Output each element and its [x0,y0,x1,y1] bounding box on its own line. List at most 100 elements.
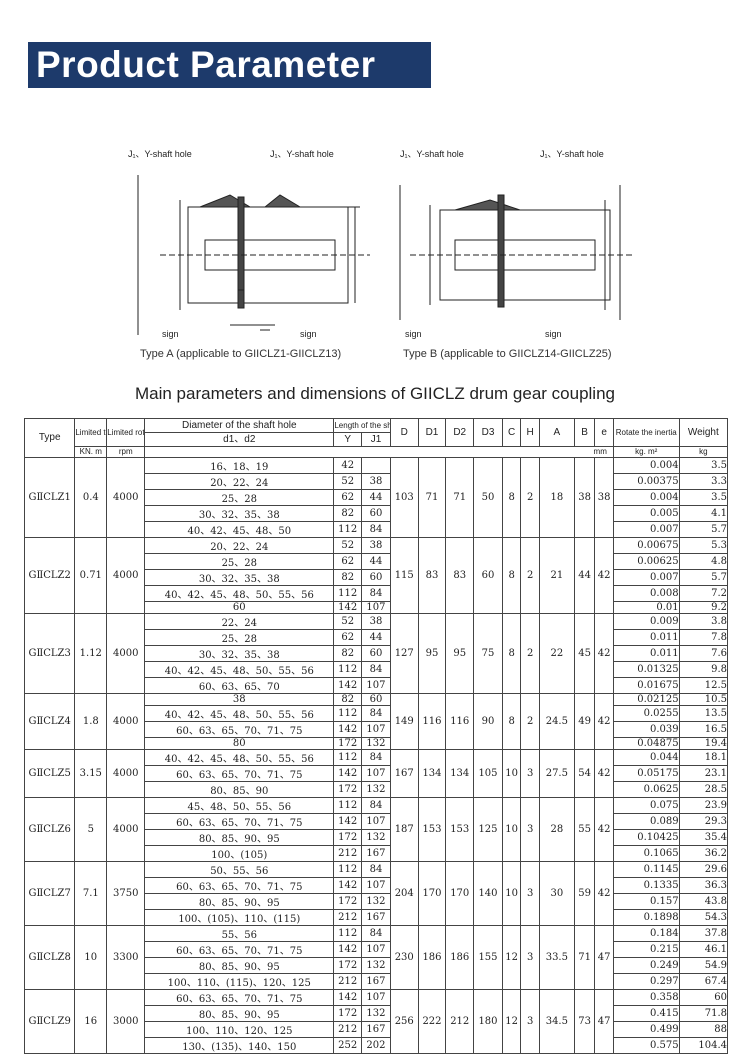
header-torque: Limited torque [74,418,108,447]
inertia-cell: 0.01325 [612,661,680,679]
weight-cell: 29.6 [678,861,729,879]
length-j1-cell: 84 [361,585,391,602]
length-y-cell: 112 [333,749,363,767]
length-j1-cell: 60 [361,505,391,522]
diameter-cell: 50、55、56 [144,861,335,879]
inertia-cell: 0.044 [612,749,680,767]
dim-D1-cell: 186 [417,925,447,991]
dim-H-cell: 2 [520,613,540,695]
dim-D1-cell: 170 [417,861,447,927]
weight-cell: 5.7 [678,521,729,538]
weight-cell: 7.8 [678,629,729,647]
diameter-cell: 60、63、65、70、71、75 [144,813,335,831]
length-y-cell: 52 [333,537,363,554]
length-j1-cell: 107 [361,600,391,615]
dim-D1-cell: 134 [417,749,447,799]
dim-e-cell: 38 [594,457,614,538]
type-a-j1-label-2: J₁、Y-shaft hole [270,149,334,159]
length-y-cell: 172 [333,1005,363,1023]
inertia-cell: 0.358 [612,989,680,1007]
length-j1-cell: 132 [361,893,391,911]
length-y-cell: 112 [333,797,363,815]
weight-cell: 9.8 [678,661,729,679]
length-y-cell: 112 [333,861,363,879]
inertia-cell: 0.007 [612,569,680,586]
header-length-j1: J1 [361,432,391,447]
weight-cell: 12.5 [678,677,729,695]
dim-D2-cell: 153 [445,797,475,863]
speed-cell: 4000 [106,536,146,615]
type-cell: GⅡCLZ8 [23,925,76,991]
dim-B-cell: 44 [573,536,596,615]
weight-cell: 54.3 [678,909,729,927]
dim-D-cell: 103 [389,457,419,538]
length-y-cell: 142 [333,989,363,1007]
dim-H-cell: 3 [520,925,540,991]
header-speed: Limited rotational speed [106,418,146,447]
dim-H-cell: 3 [520,861,540,927]
dim-D-cell: 167 [389,749,419,799]
type-cell: GⅡCLZ7 [23,861,76,927]
inertia-cell: 0.01675 [612,677,680,695]
type-b-sign-right: sign [545,329,562,339]
dim-D2-cell: 134 [445,749,475,799]
length-y-cell: 82 [333,569,363,586]
torque-cell: 1.12 [74,613,108,695]
dim-D1-cell: 95 [417,613,447,695]
dim-D1-cell: 222 [417,989,447,1054]
weight-cell: 88 [678,1021,729,1039]
dim-e-cell: 42 [594,613,614,695]
length-y-cell: 172 [333,781,363,799]
diameter-cell: 60、63、65、70、71、75 [144,877,335,895]
diameter-cell: 40、42、45、48、50、55、56 [144,749,335,767]
inertia-cell: 0.1898 [612,909,680,927]
inertia-cell: 0.011 [612,645,680,663]
length-j1-cell: 107 [361,941,391,959]
length-j1-cell: 167 [361,1021,391,1039]
length-y-cell: 62 [333,629,363,647]
dim-D1-cell: 71 [417,457,447,538]
inertia-cell: 0.005 [612,505,680,522]
weight-cell: 36.2 [678,845,729,863]
diameter-cell: 30、32、35、38 [144,505,335,522]
length-j1-cell: 107 [361,989,391,1007]
length-y-cell: 82 [333,505,363,522]
diameter-cell: 25、28 [144,553,335,570]
dim-D3-cell: 75 [473,613,503,695]
length-j1-cell [361,457,391,474]
weight-cell: 60 [678,989,729,1007]
length-y-cell: 112 [333,521,363,538]
type-cell: GⅡCLZ9 [23,989,76,1054]
type-a-drawing [137,175,370,335]
dim-e-cell: 42 [594,536,614,615]
diameter-cell: 80、85、90 [144,781,335,799]
type-b-j1-label: J₁、Y-shaft hole [400,149,464,159]
diameter-cell: 130、(135)、140、150 [144,1037,335,1054]
dim-C-cell: 10 [501,861,522,927]
weight-cell: 67.4 [678,973,729,991]
inertia-cell: 0.184 [612,925,680,943]
weight-cell: 71.8 [678,1005,729,1023]
length-j1-cell: 107 [361,765,391,783]
dim-D-cell: 115 [389,536,419,615]
length-j1-cell: 84 [361,925,391,943]
length-y-cell: 62 [333,489,363,506]
dim-H-cell: 2 [520,693,540,751]
header-speed-unit: rpm [106,446,146,458]
diameter-cell: 100、110、(115)、120、125 [144,973,335,991]
dim-B-cell: 54 [573,749,596,799]
length-y-cell: 112 [333,661,363,679]
weight-cell: 36.3 [678,877,729,895]
title-banner [28,42,431,88]
torque-cell: 0.4 [74,457,108,538]
speed-cell: 4000 [106,457,146,538]
inertia-cell: 0.499 [612,1021,680,1039]
length-y-cell: 142 [333,813,363,831]
dim-D-cell: 204 [389,861,419,927]
